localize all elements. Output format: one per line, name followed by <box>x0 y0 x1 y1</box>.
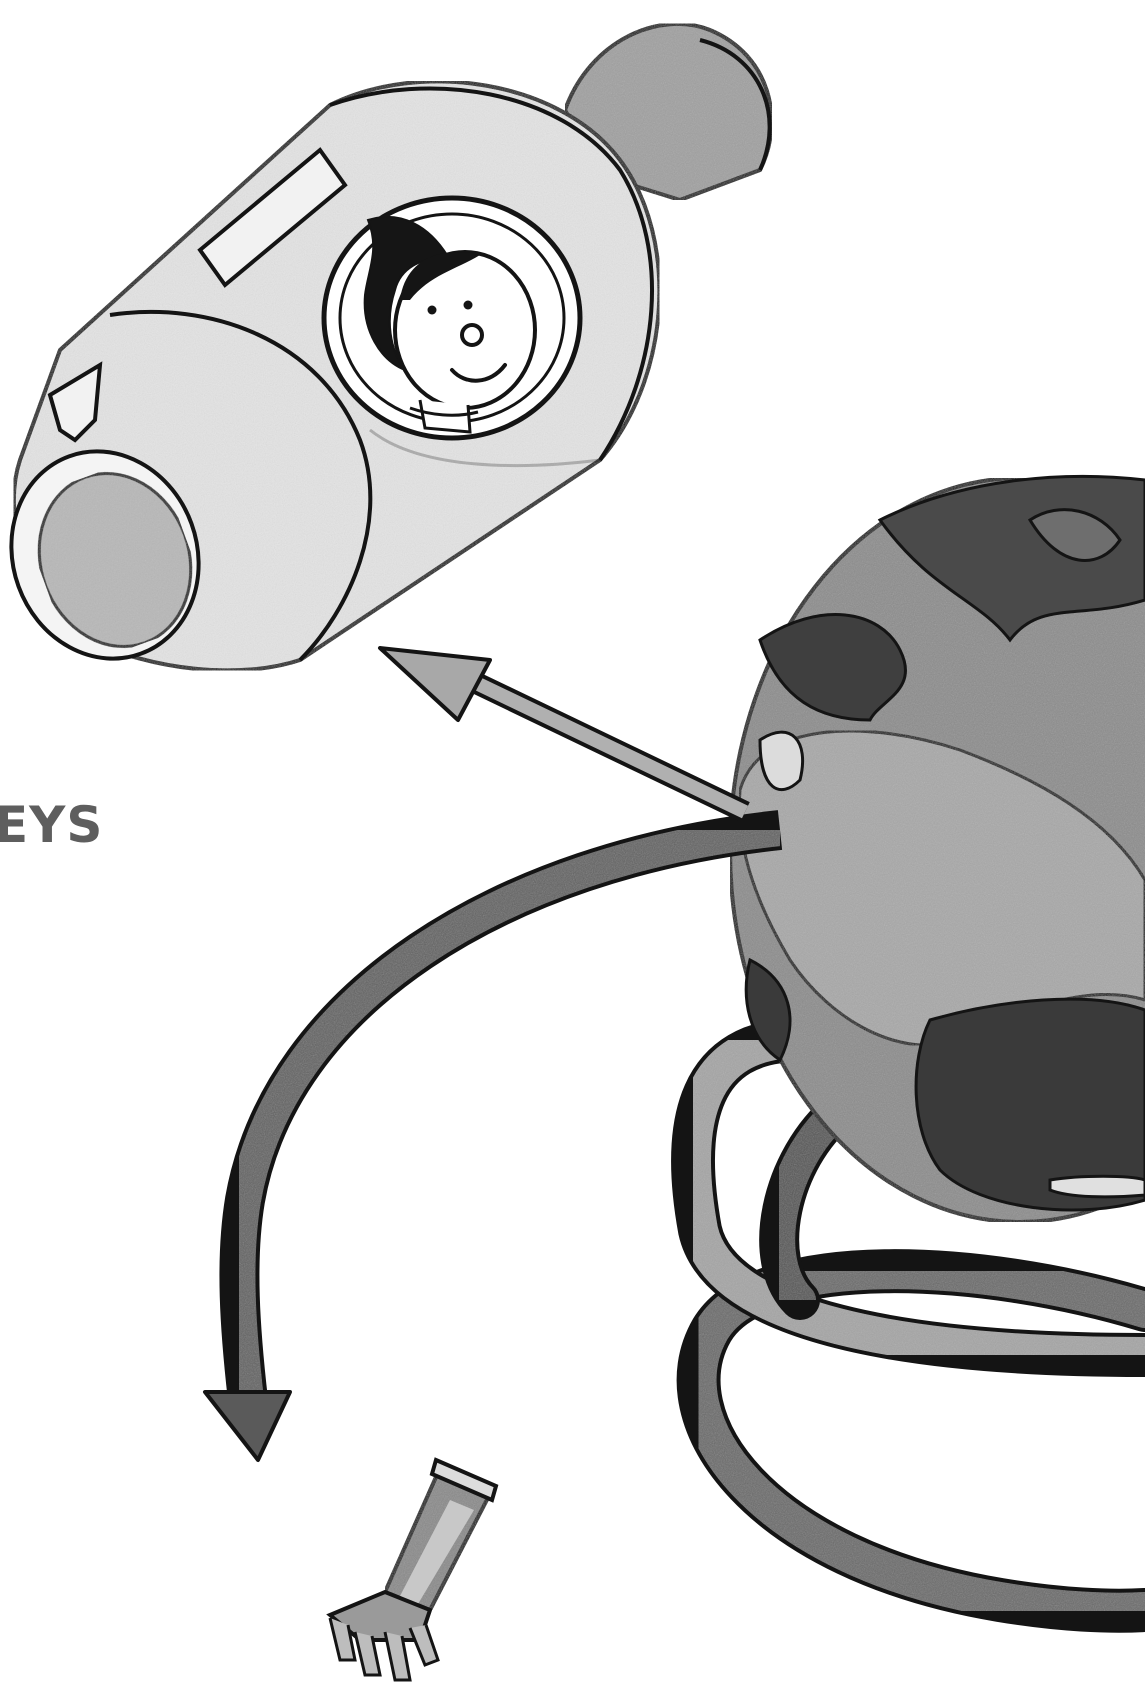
clipped-heading-text: EYS <box>0 800 103 850</box>
trajectory-arrow-icon <box>380 648 745 812</box>
rocket-stage-icon <box>330 1460 496 1680</box>
globe-icon <box>730 476 1145 1222</box>
